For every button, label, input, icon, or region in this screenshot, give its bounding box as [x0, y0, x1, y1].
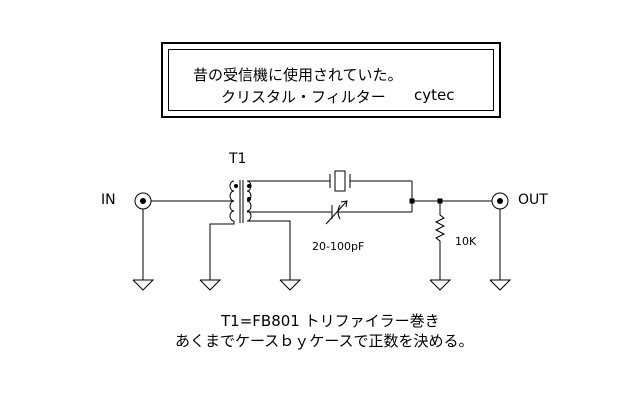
out-ground-symbol — [489, 209, 512, 291]
title-box: 昔の受信機に使用されていた。 クリスタル・フィルター cytec — [161, 42, 501, 118]
t1-primary-ground — [199, 221, 235, 291]
title-line-1: 昔の受信機に使用されていた。 — [193, 66, 403, 84]
capacitor-value-label: 20-100pF — [312, 240, 365, 253]
note-line-1: T1=FB801 トリファイラー巻き — [221, 312, 440, 330]
resistor-junction-dot — [437, 198, 443, 204]
in-ground-symbol — [132, 209, 155, 291]
title-box-inner: 昔の受信機に使用されていた。 クリスタル・フィルター cytec — [168, 49, 494, 111]
title-line-2: クリスタル・フィルター — [221, 88, 386, 106]
resistor-value-label: 10K — [455, 235, 477, 248]
variable-capacitor-symbol — [325, 200, 412, 225]
brand-label: cytec — [414, 86, 455, 104]
in-connector — [134, 192, 152, 210]
t1-label: T1 — [229, 151, 247, 167]
resistor-symbol — [429, 203, 452, 291]
t1-transformer — [229, 180, 252, 223]
out-connector — [491, 192, 509, 210]
in-label: IN — [101, 192, 116, 208]
out-label: OUT — [518, 192, 548, 208]
note-line-2: あくまでケースｂｙケースで正数を決める。 — [175, 332, 474, 350]
crystal-symbol — [329, 170, 412, 192]
t1-secondary-ground — [247, 220, 302, 291]
